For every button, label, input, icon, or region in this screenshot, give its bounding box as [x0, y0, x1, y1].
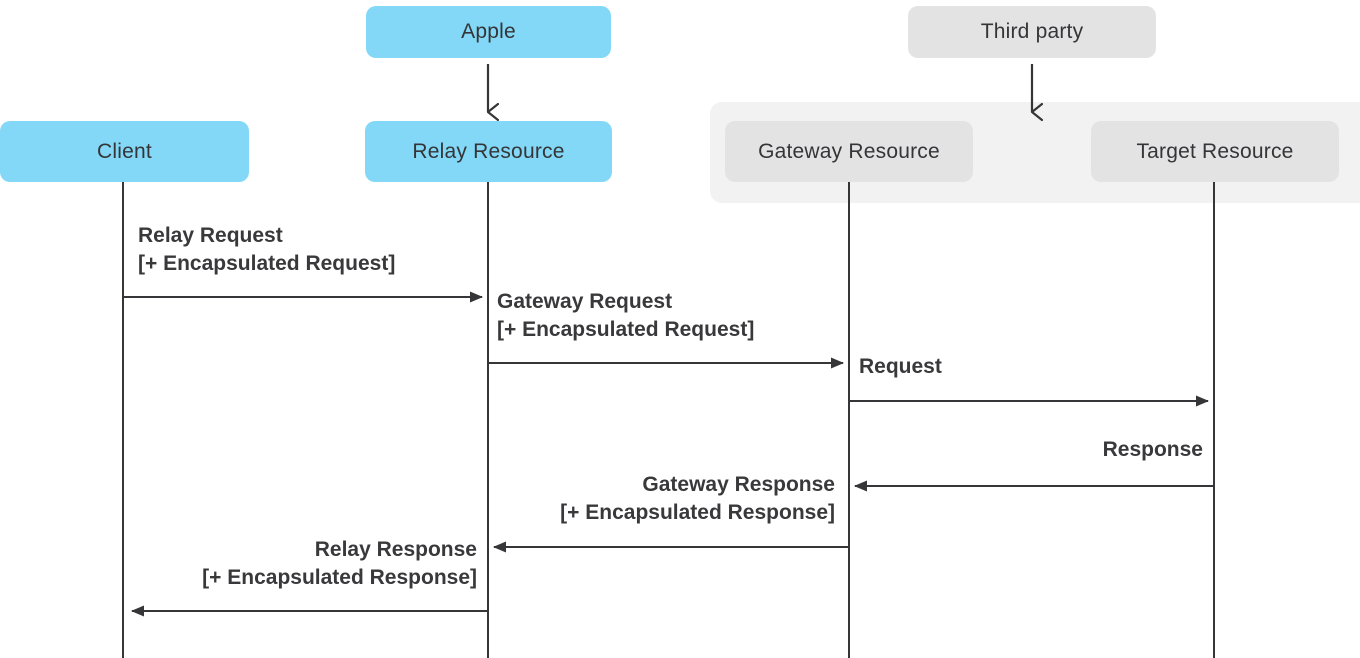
- request-label-line1: Request: [859, 355, 942, 378]
- target-resource-box-label: Target Resource: [1136, 139, 1294, 163]
- response-label-line1: Response: [1102, 438, 1203, 461]
- relay-resource-box: Relay Resource: [365, 121, 612, 182]
- request-label: Request: [859, 353, 942, 381]
- gateway-request-label: Gateway Request [+ Encapsulated Request]: [497, 288, 754, 344]
- relay-request-label-line2: [+ Encapsulated Request]: [138, 252, 396, 275]
- gateway-resource-box: Gateway Resource: [725, 121, 973, 182]
- relay-resource-box-label: Relay Resource: [412, 139, 565, 163]
- relay-request-label-line1: Relay Request: [138, 224, 283, 247]
- relay-response-label-line2: [+ Encapsulated Response]: [202, 566, 477, 589]
- apple-box: Apple: [366, 6, 611, 58]
- gateway-response-label-line1: Gateway Response: [642, 473, 835, 496]
- apple-box-label: Apple: [461, 20, 516, 43]
- gateway-resource-box-label: Gateway Resource: [758, 139, 940, 163]
- third-party-box-label: Third party: [980, 20, 1084, 43]
- client-box-label: Client: [97, 139, 152, 163]
- response-label: Response: [1103, 436, 1203, 464]
- target-resource-box: Target Resource: [1091, 121, 1339, 182]
- relay-response-label: Relay Response [+ Encapsulated Response]: [202, 536, 477, 592]
- client-box: Client: [0, 121, 249, 182]
- gateway-response-label-line2: [+ Encapsulated Response]: [560, 501, 835, 524]
- gateway-request-label-line2: [+ Encapsulated Request]: [497, 318, 755, 341]
- gateway-response-label: Gateway Response [+ Encapsulated Respons…: [560, 471, 835, 527]
- third-party-box: Third party: [908, 6, 1156, 58]
- relay-response-label-line1: Relay Response: [314, 538, 477, 561]
- relay-request-label: Relay Request [+ Encapsulated Request]: [138, 222, 395, 278]
- gateway-request-label-line1: Gateway Request: [497, 290, 673, 313]
